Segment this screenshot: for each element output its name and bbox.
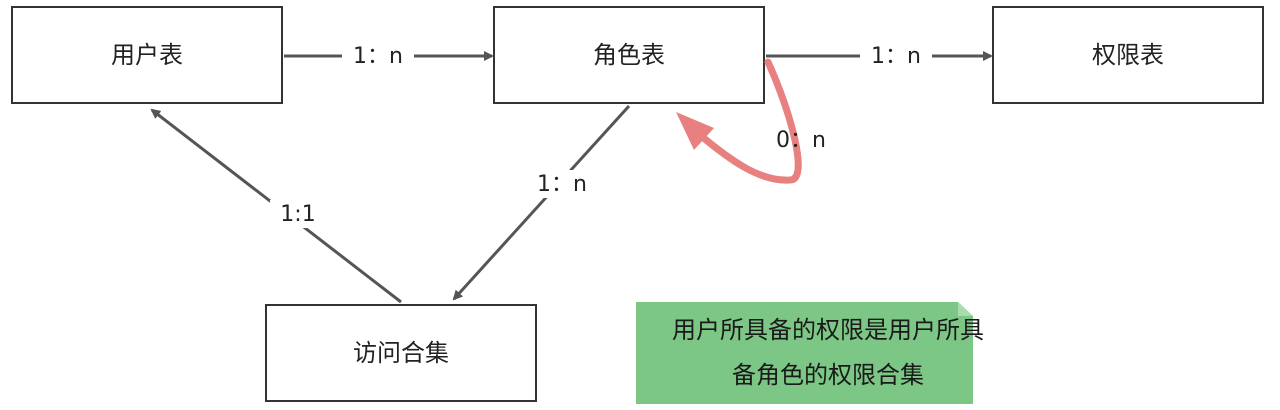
node-permission-table[interactable]: 权限表: [992, 6, 1264, 104]
edge-role-self-label: 0：n: [776, 128, 826, 153]
node-role-table-label: 角色表: [593, 41, 665, 69]
edge-user-to-role-label: 1：n: [353, 44, 403, 69]
note-line-2: 备角色的权限合集: [732, 361, 924, 389]
node-access-set-label: 访问合集: [353, 339, 449, 367]
edge-access-to-user-label: 1:1: [280, 202, 315, 227]
edge-role-self-loop: 0：n: [676, 58, 826, 184]
note-background: [636, 302, 973, 404]
edge-role-to-access-line: [452, 104, 631, 301]
self-loop-curve: [696, 58, 802, 184]
note-callout: 用户所具备的权限是用户所具 备角色的权限合集: [636, 302, 984, 404]
note-line-1: 用户所具备的权限是用户所具: [672, 316, 984, 344]
edge-role-to-access: 1：n: [452, 104, 631, 301]
edge-access-to-user: 1:1: [150, 108, 402, 304]
edge-role-to-permission: 1：n: [766, 42, 993, 70]
self-loop-arrowhead: [676, 112, 714, 150]
edge-user-to-role: 1：n: [284, 42, 494, 70]
edge-role-to-access-label: 1：n: [537, 172, 587, 197]
node-permission-table-label: 权限表: [1092, 41, 1164, 69]
node-user-table-label: 用户表: [111, 41, 183, 69]
node-user-table[interactable]: 用户表: [11, 6, 283, 104]
edge-role-to-permission-label: 1：n: [871, 44, 921, 69]
node-access-set[interactable]: 访问合集: [265, 304, 537, 402]
note-corner-fold: [958, 302, 973, 316]
node-role-table[interactable]: 角色表: [493, 6, 765, 104]
